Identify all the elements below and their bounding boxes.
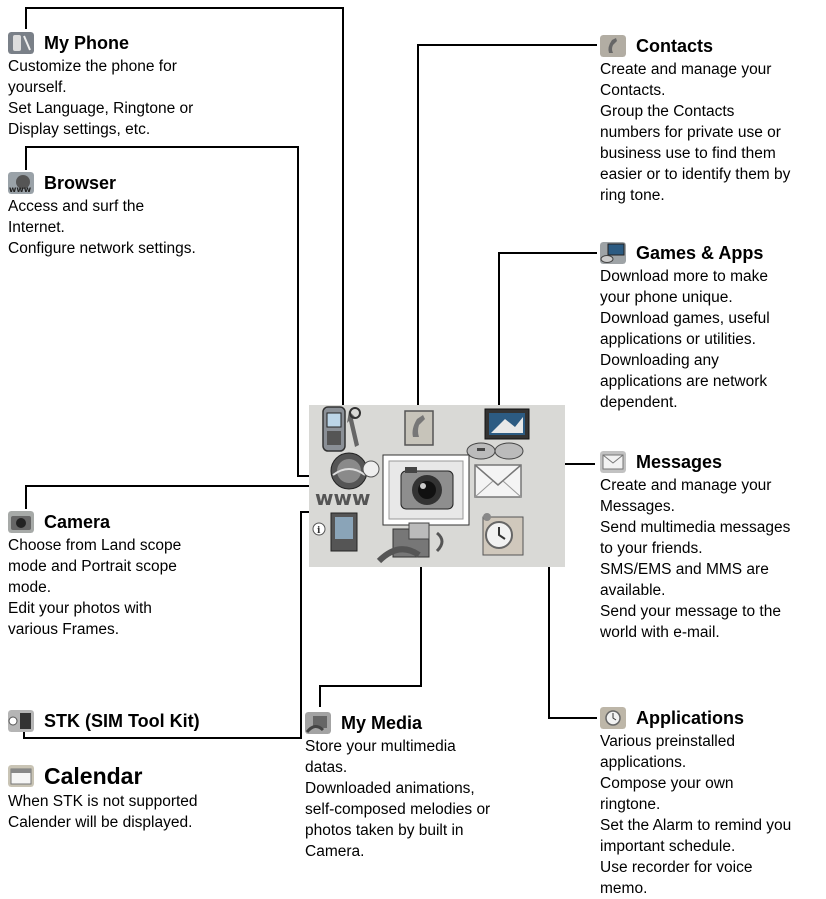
stk-header: STK (SIM Tool Kit) bbox=[8, 708, 298, 734]
stk-title: STK (SIM Tool Kit) bbox=[44, 710, 200, 731]
calendar-section: Calendar When STK is not supported Calen… bbox=[8, 761, 308, 833]
svg-text:i: i bbox=[317, 526, 321, 536]
media-icon bbox=[305, 712, 331, 734]
gamepad-icon bbox=[600, 242, 626, 264]
messages-section: Messages Create and manage your Messages… bbox=[600, 449, 826, 643]
camera-title: Camera bbox=[44, 511, 111, 532]
games-menu-icon bbox=[466, 408, 530, 460]
contacts-section: Contacts Create and manage your Contacts… bbox=[600, 33, 826, 206]
menu-screen-panel: www i bbox=[309, 405, 565, 567]
contacts-description: Create and manage your Contacts. Group t… bbox=[600, 61, 791, 204]
camera-icon bbox=[8, 511, 34, 533]
browser-section: www Browser Access and surf the Internet… bbox=[8, 170, 308, 259]
messages-description: Create and manage your Messages. Send mu… bbox=[600, 477, 791, 641]
my-phone-menu-icon bbox=[322, 406, 361, 452]
calendar-description: When STK is not supported Calender will … bbox=[8, 793, 198, 831]
www-label: www bbox=[315, 486, 370, 510]
alarm-clock-icon bbox=[600, 707, 626, 729]
phone-icon bbox=[8, 32, 34, 54]
applications-menu-icon bbox=[482, 513, 524, 556]
my-media-menu-icon bbox=[376, 522, 444, 564]
calendar-header: Calendar bbox=[8, 761, 308, 791]
svg-text:www: www bbox=[9, 185, 32, 194]
applications-title: Applications bbox=[636, 707, 745, 728]
stk-menu-icon: i bbox=[312, 512, 358, 552]
camera-menu-icon bbox=[382, 454, 470, 526]
messages-menu-icon bbox=[474, 464, 522, 498]
my-media-section: My Media Store your multimedia datas. Do… bbox=[305, 710, 545, 862]
calendar-title: Calendar bbox=[44, 762, 143, 789]
browser-description: Access and surf the Internet. Configure … bbox=[8, 198, 196, 257]
games-apps-title: Games & Apps bbox=[636, 242, 764, 263]
messages-header: Messages bbox=[600, 449, 826, 475]
games-apps-header: Games & Apps bbox=[600, 240, 826, 266]
messages-title: Messages bbox=[636, 451, 723, 472]
games-apps-section: Games & Apps Download more to make your … bbox=[600, 240, 826, 413]
contacts-icon bbox=[600, 35, 626, 57]
contacts-menu-icon bbox=[404, 410, 434, 446]
contacts-title: Contacts bbox=[636, 35, 714, 56]
my-media-title: My Media bbox=[341, 712, 423, 733]
browser-header: www Browser bbox=[8, 170, 308, 196]
my-media-header: My Media bbox=[305, 710, 545, 736]
camera-header: Camera bbox=[8, 509, 308, 535]
browser-menu-icon: www bbox=[315, 452, 380, 510]
applications-section: Applications Various preinstalled applic… bbox=[600, 705, 826, 899]
contacts-header: Contacts bbox=[600, 33, 826, 59]
envelope-icon bbox=[600, 451, 626, 473]
browser-title: Browser bbox=[44, 172, 117, 193]
applications-header: Applications bbox=[600, 705, 826, 731]
my-phone-title: My Phone bbox=[44, 32, 130, 53]
my-phone-description: Customize the phone for yourself. Set La… bbox=[8, 58, 194, 138]
applications-description: Various preinstalled applications. Compo… bbox=[600, 733, 792, 897]
my-media-description: Store your multimedia datas. Downloaded … bbox=[305, 738, 491, 860]
sim-toolkit-icon bbox=[8, 710, 34, 732]
games-apps-description: Download more to make your phone unique.… bbox=[600, 268, 770, 411]
calendar-icon bbox=[8, 765, 34, 787]
globe-icon: www bbox=[8, 172, 34, 194]
my-phone-section: My Phone Customize the phone for yoursel… bbox=[8, 30, 308, 140]
camera-description: Choose from Land scope mode and Portrait… bbox=[8, 537, 182, 638]
stk-section: STK (SIM Tool Kit) bbox=[8, 708, 298, 734]
my-phone-header: My Phone bbox=[8, 30, 308, 56]
camera-section: Camera Choose from Land scope mode and P… bbox=[8, 509, 308, 640]
